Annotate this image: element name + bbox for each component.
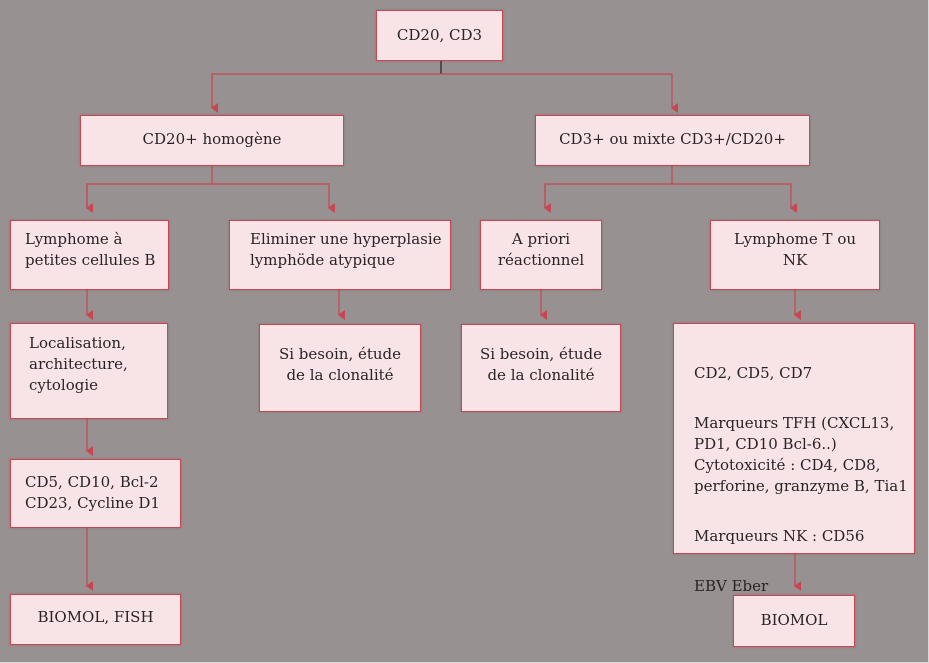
markers-t-line-2: Marqueurs TFH (CXCL13, PD1, CD10 Bcl-6..… [694,414,908,495]
node-eliminer-hyperplasie: Eliminer une hyperplasie lymphöde atypiq… [229,220,451,290]
node-markers-b: CD5, CD10, Bcl-2 CD23, Cycline D1 [10,459,181,528]
connector-root-split [211,73,678,113]
node-cd20-homogene: CD20+ homogène [80,115,344,166]
node-lymphome-petites-cellules: Lymphome à petites cellules B [10,220,169,290]
connector-right-split [544,183,797,213]
node-a-priori-reactionnel: A priori réactionnel [480,220,602,290]
markers-t-line-3: Marqueurs NK : CD56 [694,527,865,545]
node-markers-t: CD2, CD5, CD7 Marqueurs TFH (CXCL13, PD1… [673,323,915,595]
node-biomol-fish: BIOMOL, FISH [10,594,181,645]
node-localisation: Localisation, architecture, cytologie [10,323,168,419]
markers-t-line-1: CD2, CD5, CD7 [694,364,813,382]
node-root: CD20, CD3 [376,10,503,61]
connector-left-split [86,183,335,213]
node-cd3-mixte: CD3+ ou mixte CD3+/CD20+ [535,115,810,166]
node-clonalite-right: Si besoin, étude de la clonalité [461,324,621,412]
node-clonalite-left: Si besoin, étude de la clonalité [259,324,421,412]
markers-t-line-4: EBV Eber [694,577,769,595]
node-biomol: BIOMOL [733,595,855,647]
node-lymphome-t-nk: Lymphome T ou NK [710,220,880,290]
